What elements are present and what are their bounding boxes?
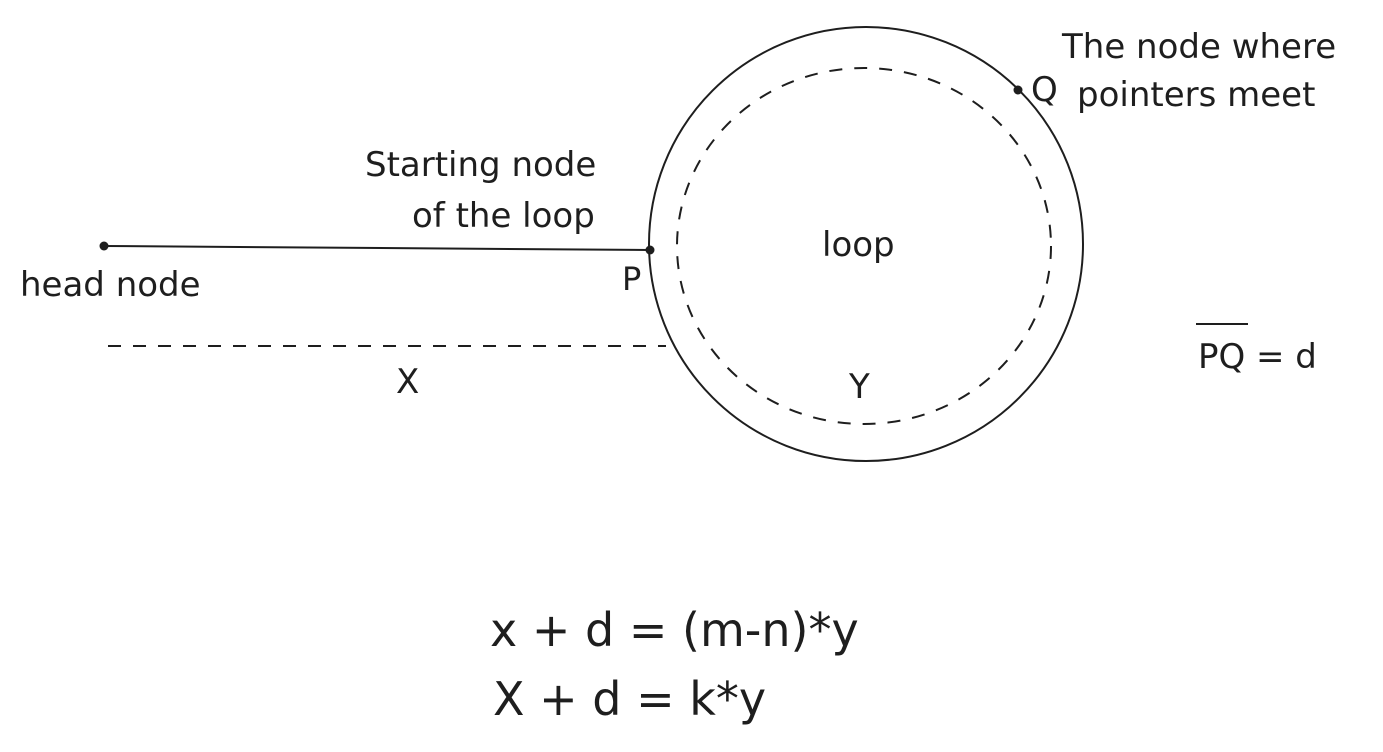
loop-length-y-dashed-circle <box>676 67 1052 425</box>
starting-node-label-line2: of the loop <box>412 196 595 236</box>
list-segment-line <box>103 245 651 251</box>
node-p-dot <box>645 245 655 255</box>
meeting-node-label-line1: The node where <box>1061 27 1336 67</box>
loop-length-y-label: Y <box>848 367 870 407</box>
head-node-dot <box>99 241 109 251</box>
pq-segment-label: PQ <box>1198 337 1245 377</box>
loop-label: loop <box>822 225 895 265</box>
equation-line-2: X + d = k*y <box>493 672 766 726</box>
equation-line-1: x + d = (m-n)*y <box>490 603 859 657</box>
starting-node-label-line1: Starting node <box>365 145 596 185</box>
loop-circle <box>648 26 1084 462</box>
pq-equals-d-label: = d <box>1256 337 1317 377</box>
distance-x-label: X <box>396 362 419 402</box>
node-q-label: Q <box>1031 70 1058 110</box>
node-q-dot <box>1013 85 1023 95</box>
node-p-label: P <box>622 260 641 298</box>
meeting-node-label-line2: pointers meet <box>1077 75 1315 115</box>
head-node-label: head node <box>20 265 201 305</box>
